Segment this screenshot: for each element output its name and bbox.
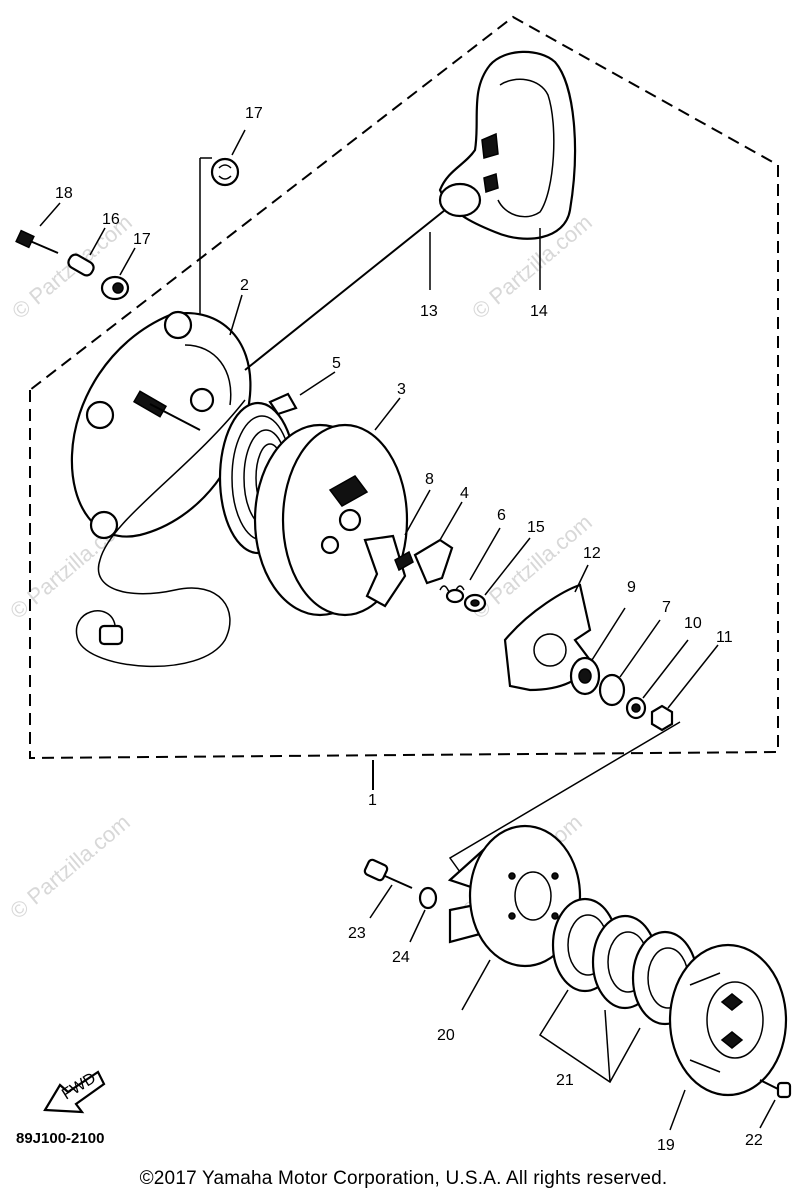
callout-17-top: 17 [245, 105, 263, 122]
bolt-18 [15, 229, 59, 254]
callout-21: 21 [556, 1072, 574, 1089]
callout-9: 9 [627, 579, 636, 596]
spring-6 [439, 585, 465, 604]
callout-4: 4 [460, 485, 469, 502]
washer-24 [418, 886, 438, 910]
ratchet-8 [363, 534, 414, 608]
copyright-footer: ©2017 Yamaha Motor Corporation, U.S.A. A… [139, 1168, 668, 1189]
cap-17-left [100, 275, 130, 301]
cap-17-top [210, 157, 240, 187]
bolt-23 [363, 858, 413, 889]
collar-16 [67, 253, 95, 277]
flywheel-19 [668, 943, 788, 1097]
fwd-arrow: FWD [43, 1070, 106, 1114]
housing-2 [70, 310, 252, 540]
bushing-15 [463, 593, 487, 613]
nut-11 [650, 704, 674, 732]
washer-10 [625, 696, 647, 720]
starter-rope-13 [75, 209, 446, 667]
callout-5: 5 [332, 355, 341, 372]
pawl-4 [413, 538, 454, 585]
callout-6: 6 [497, 507, 506, 524]
assembly-ref-leader [448, 721, 681, 873]
callout-22: 22 [745, 1132, 763, 1149]
callout-23: 23 [348, 925, 366, 942]
callout-15: 15 [527, 519, 545, 536]
callout-3: 3 [397, 381, 406, 398]
callout-17-left: 17 [133, 231, 151, 248]
watermark-5: © Partzilla.com [5, 809, 135, 923]
diagram-code: 89J100-2100 [16, 1130, 105, 1147]
washer-9 [569, 656, 601, 696]
callout-13: 13 [420, 303, 438, 320]
callout-18: 18 [55, 185, 73, 202]
assembly-boundary [29, 15, 779, 760]
shims-21 [551, 897, 699, 1026]
bolt-22 [759, 1079, 792, 1099]
callout-labels: 17 18 16 17 2 13 14 5 3 8 4 6 15 12 9 7 … [55, 105, 763, 1154]
callout-2: 2 [240, 277, 249, 294]
starter-pulley-20 [447, 824, 582, 968]
callout-24: 24 [392, 949, 410, 966]
callout-14: 14 [530, 303, 548, 320]
callout-7: 7 [662, 599, 671, 616]
drive-plate-12 [503, 583, 592, 692]
handle-14 [438, 50, 577, 240]
washer-7 [598, 673, 626, 707]
callout-20: 20 [437, 1027, 455, 1044]
callout-11: 11 [716, 629, 733, 646]
shims-21-leader [538, 989, 641, 1084]
callout-12: 12 [583, 545, 601, 562]
callout-16: 16 [102, 211, 120, 228]
callout-19: 19 [657, 1137, 675, 1154]
callout-10: 10 [684, 615, 702, 632]
callout-8: 8 [425, 471, 434, 488]
assembly-ref-label: 1 [368, 792, 377, 809]
